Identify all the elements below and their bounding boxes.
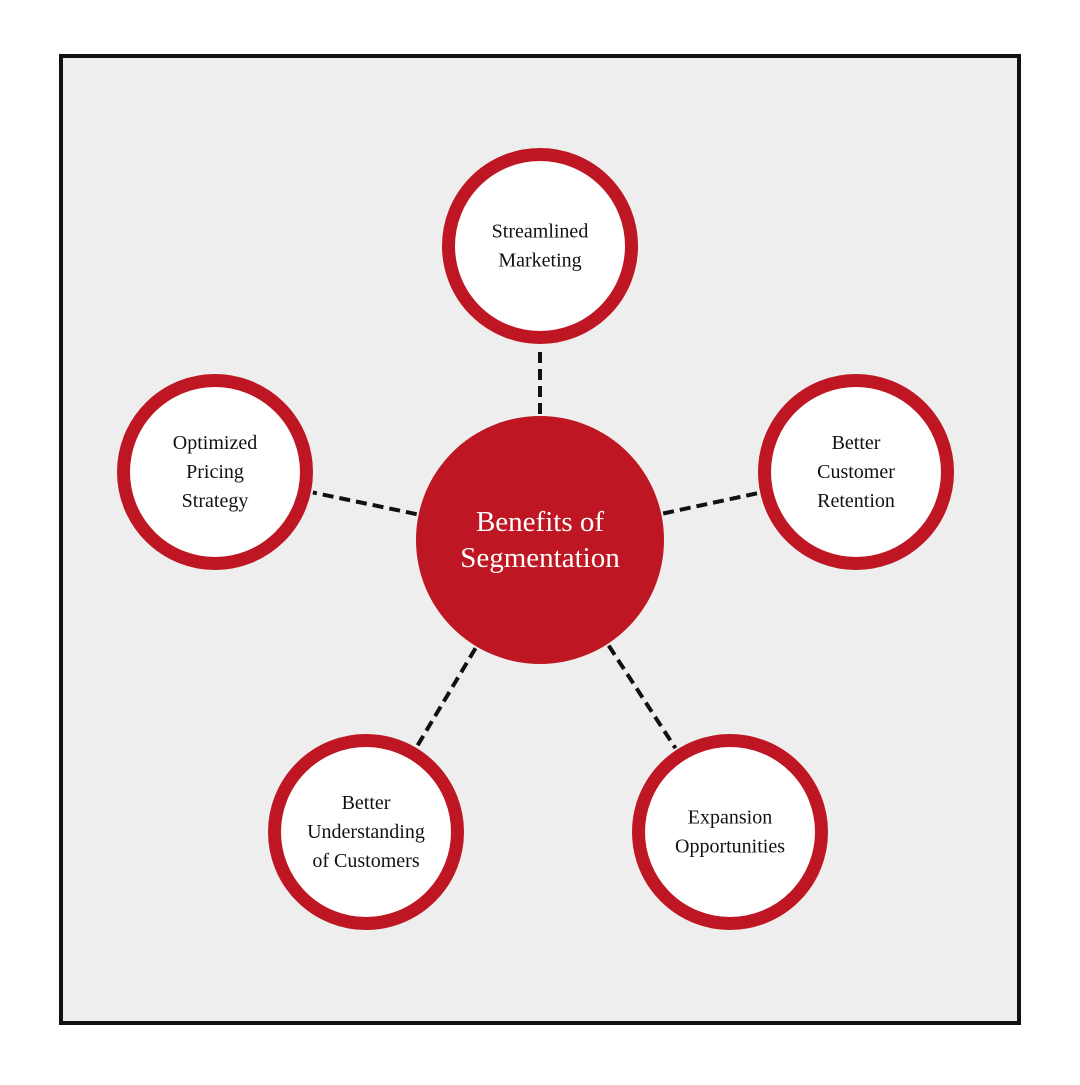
node-label-better-understanding-of-customers-line-2: Understanding	[307, 821, 425, 843]
node-label-better-customer-retention-line-3: Retention	[817, 490, 895, 512]
node-label-expansion-opportunities-line-1: Expansion	[688, 807, 772, 829]
center-label-line-2: Segmentation	[460, 542, 620, 574]
connector-better-understanding-of-customers	[415, 647, 478, 748]
node-label-better-customer-retention-line-1: Better	[832, 432, 881, 454]
node-optimized-pricing-strategy	[117, 374, 313, 570]
node-label-expansion-opportunities-line-2: Opportunities	[675, 836, 785, 858]
center-node	[416, 416, 664, 664]
node-label-better-customer-retention-line-2: Customer	[817, 461, 895, 483]
node-label-optimized-pricing-strategy-line-1: Optimized	[173, 432, 257, 454]
node-group: Benefits of Segmentation StreamlinedMarket…	[117, 148, 954, 930]
node-label-better-understanding-of-customers-line-1: Better	[342, 792, 391, 814]
node-label-optimized-pricing-strategy-line-3: Strategy	[182, 490, 249, 512]
connector-expansion-opportunities	[607, 644, 678, 750]
connector-optimized-pricing-strategy	[312, 490, 418, 517]
node-better-customer-retention	[758, 374, 954, 570]
node-streamlined-marketing	[442, 148, 638, 344]
node-label-streamlined-marketing-line-2: Marketing	[498, 250, 581, 272]
connector-group	[312, 346, 759, 750]
node-better-understanding-of-customers	[268, 734, 464, 930]
center-label-line-1: Benefits of	[476, 506, 604, 538]
node-label-streamlined-marketing-line-1: Streamlined	[492, 221, 589, 243]
node-expansion-opportunities	[632, 734, 828, 930]
node-label-optimized-pricing-strategy-line-2: Pricing	[186, 461, 244, 483]
node-label-better-understanding-of-customers-line-3: of Customers	[312, 850, 419, 872]
